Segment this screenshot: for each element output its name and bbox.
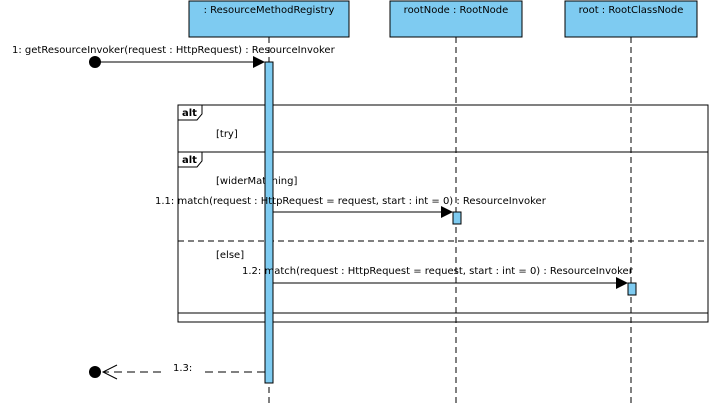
message-1-2[interactable]: 1.2: match(request : HttpRequest = reque… [242, 266, 634, 289]
lifeline-rootclassnode-box [564, 0, 698, 38]
lifeline-rootnode-box [389, 0, 523, 38]
message-1-1-arrowhead [441, 206, 453, 218]
fragment-inner-guard-2: [else] [216, 250, 244, 261]
fragment-inner-operator-tab [177, 151, 203, 168]
fragment-inner-guard-1: [widerMatching] [216, 176, 297, 187]
activation-rootclassnode [627, 282, 637, 296]
activation-registry [264, 61, 274, 384]
message-1-3-label-bg [162, 360, 204, 374]
lifeline-rootclassnode-label: root : RootClassNode [579, 5, 684, 16]
message-1-2-arrowhead [616, 277, 628, 289]
fragment-inner-operator: alt [182, 155, 197, 166]
fragment-outer-operator: alt [182, 108, 197, 119]
message-1-1-label: 1.1: match(request : HttpRequest = reque… [155, 196, 547, 207]
message-1-label: 1: getResourceInvoker(request : HttpRequ… [12, 45, 336, 56]
lifeline-rootclassnode[interactable]: root : RootClassNode [564, 0, 698, 38]
message-1-arrowhead [253, 56, 265, 68]
lifeline-rootnode[interactable]: rootNode : RootNode [389, 0, 523, 38]
fragment-outer-operator-tab [177, 104, 203, 121]
message-1[interactable]: 1: getResourceInvoker(request : HttpRequ… [12, 45, 336, 68]
message-1-1[interactable]: 1.1: match(request : HttpRequest = reque… [155, 196, 547, 218]
lifeline-registry-box [188, 0, 350, 38]
activation-rootnode [452, 211, 462, 225]
message-1-2-label: 1.2: match(request : HttpRequest = reque… [242, 266, 634, 277]
lifeline-registry-label: : ResourceMethodRegistry [204, 5, 335, 16]
fragment-inner-frame [177, 151, 709, 314]
lifeline-rootnode-label: rootNode : RootNode [404, 5, 509, 16]
message-1-3[interactable]: 1.3: [89, 360, 265, 380]
lifeline-registry[interactable]: : ResourceMethodRegistry [188, 0, 350, 38]
message-1-3-arrowhead [101, 364, 118, 380]
fragment-inner-alt[interactable]: alt [widerMatching] [else] [177, 151, 709, 314]
message-1-3-label: 1.3: [173, 363, 192, 374]
lost-message-end-dot [89, 366, 101, 378]
fragment-outer-guard: [try] [216, 129, 238, 140]
